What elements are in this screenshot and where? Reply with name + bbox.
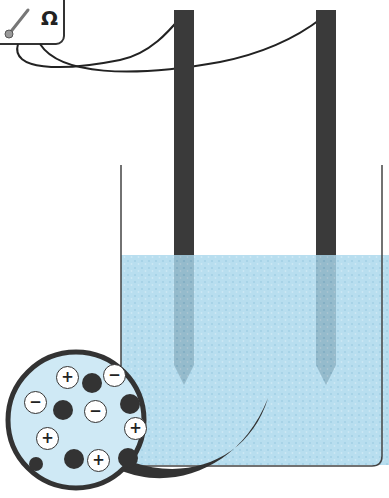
node-text: + — [41, 431, 54, 446]
negative-ion: − — [24, 391, 47, 414]
salt-solution — [121, 255, 389, 465]
ohmmeter-body — [0, 0, 64, 44]
node-text: + — [129, 421, 142, 436]
positive-ion: + — [56, 366, 79, 389]
node-text: − — [29, 395, 42, 410]
negative-ion: − — [103, 364, 126, 387]
magnified-view — [8, 352, 144, 488]
meter-needle — [9, 10, 28, 34]
positive-ion: + — [87, 449, 110, 472]
node-text: + — [92, 453, 105, 468]
needle-pivot — [5, 30, 13, 38]
node-text: − — [89, 404, 102, 419]
positive-ion: + — [36, 427, 59, 450]
beaker — [121, 165, 382, 466]
node-text: − — [108, 368, 121, 383]
water-molecules — [29, 373, 140, 471]
node-text: + — [61, 370, 74, 385]
ohmmeter-display: Ω — [0, 0, 64, 44]
node-text: Ω — [41, 6, 58, 30]
positive-ion: + — [124, 417, 147, 440]
negative-ion: − — [84, 400, 107, 423]
